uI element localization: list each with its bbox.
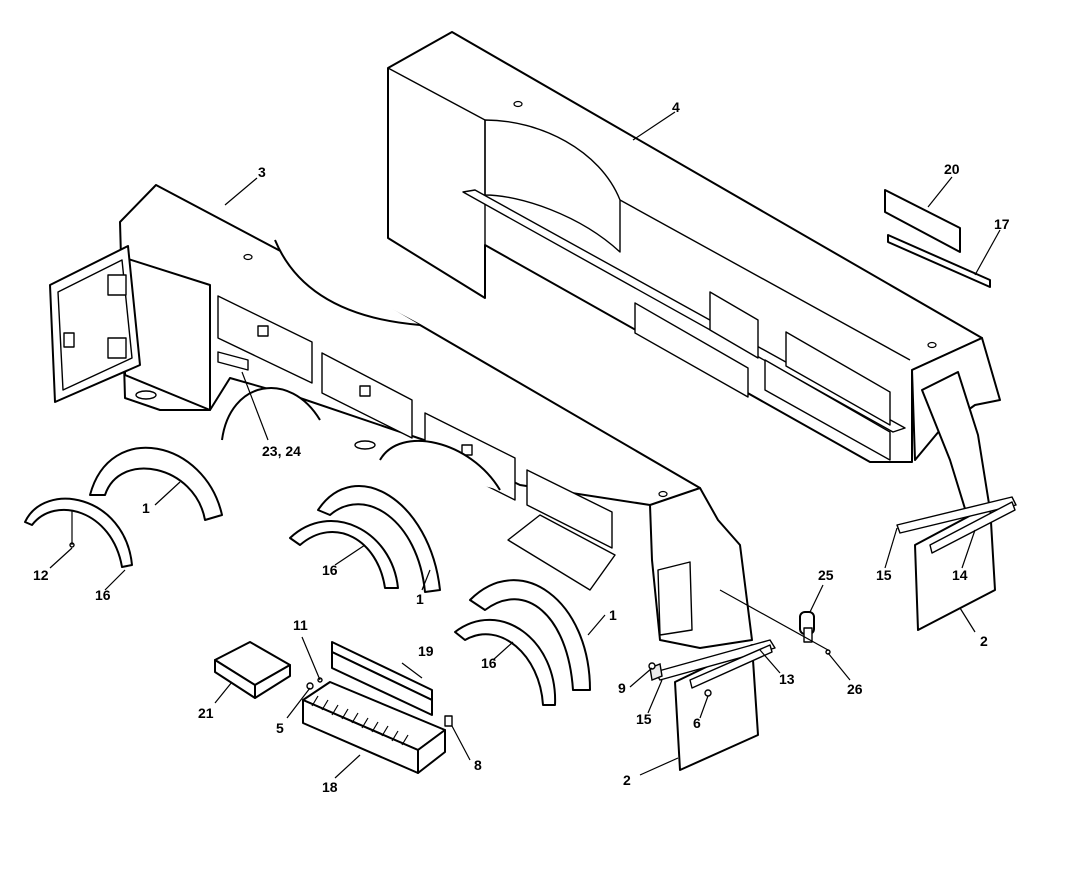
callout-13: 13: [779, 671, 795, 687]
callout-3: 3: [258, 164, 266, 180]
fender-middle: [317, 485, 441, 593]
callout-2-right: 2: [980, 633, 988, 649]
step-tread: [302, 681, 446, 774]
fender-front: [89, 446, 223, 521]
mudflap-bracket-right: [896, 496, 1017, 554]
callout-2-left: 2: [623, 772, 631, 788]
fender-rear: [469, 579, 591, 691]
callout-9: 9: [618, 680, 626, 696]
callout-4: 4: [672, 99, 680, 115]
callout-1-middle: 1: [416, 591, 424, 607]
callout-12: 12: [33, 567, 49, 583]
body-panel-left: [49, 184, 753, 649]
callout-15-left: 15: [636, 711, 652, 727]
fender-liner-rear: [454, 619, 557, 706]
leader-lines: [49, 111, 1001, 779]
mudflap-bracket-left: [649, 639, 776, 689]
tray: [214, 641, 291, 699]
callout-14: 14: [952, 567, 968, 583]
fender-liner-front: [24, 497, 133, 568]
callout-20: 20: [944, 161, 960, 177]
callout-1-front: 1: [142, 500, 150, 516]
callout-labels: 4 3 20 17 23, 24 1 12 16 16 1 1 16 11 19…: [33, 99, 1010, 795]
mudflap-right: [914, 504, 996, 631]
callout-17: 17: [994, 216, 1010, 232]
callout-25: 25: [818, 567, 834, 583]
step-cover: [331, 641, 433, 716]
callout-1-rear: 1: [609, 607, 617, 623]
callout-11: 11: [293, 617, 308, 633]
callout-21: 21: [198, 705, 214, 721]
callout-16-front: 16: [95, 587, 111, 603]
latch-25: [799, 611, 815, 643]
callout-8: 8: [474, 757, 482, 773]
bracket-17: [887, 234, 991, 288]
bracket-20: [884, 189, 961, 253]
callout-18: 18: [322, 779, 338, 795]
callout-5: 5: [276, 720, 284, 736]
callout-16-rear: 16: [481, 655, 497, 671]
callout-16-middle: 16: [322, 562, 338, 578]
body-panel-right: [387, 31, 1001, 526]
callout-26: 26: [847, 681, 863, 697]
callout-15-right: 15: [876, 567, 892, 583]
fender-liner-middle: [289, 520, 399, 589]
callout-19: 19: [418, 643, 434, 659]
callout-23-24: 23, 24: [262, 443, 301, 459]
step-slots: [311, 695, 409, 746]
callout-6: 6: [693, 715, 701, 731]
